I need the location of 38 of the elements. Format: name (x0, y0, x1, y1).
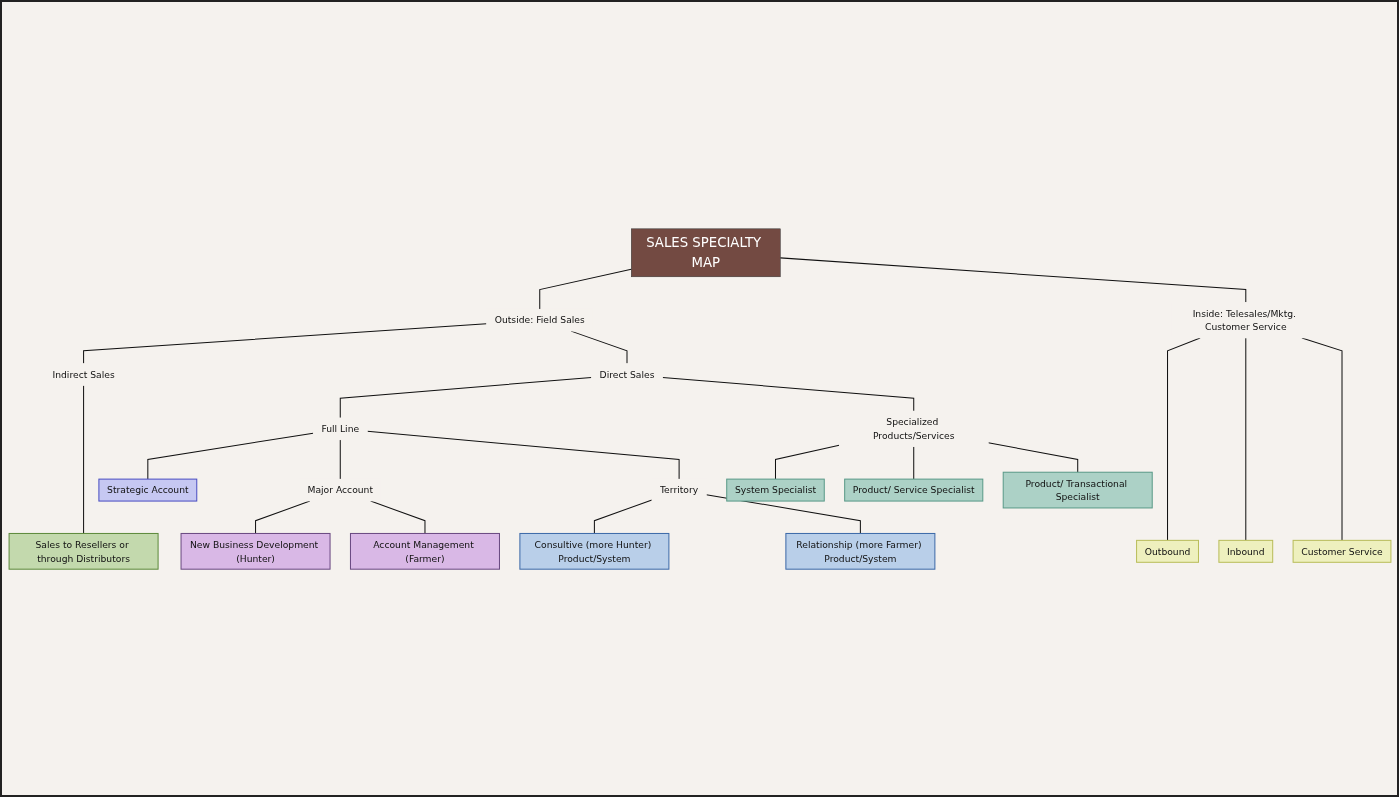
connector (779, 256, 1246, 303)
node-box: Account Management (Farmer) (349, 532, 500, 570)
connector (82, 322, 487, 364)
connector (987, 441, 1078, 473)
node-text: Direct Sales (599, 368, 654, 380)
connector (661, 376, 914, 411)
node-box: Outbound (1135, 539, 1199, 563)
node-text: Specialized Products/Services (872, 416, 954, 441)
node-box: Product/ Service Specialist (843, 478, 983, 502)
node-box: Sales to Resellers or through Distributors (8, 532, 159, 570)
connector (366, 430, 680, 480)
node-box: Product/ Transactional Specialist (1002, 471, 1153, 508)
node-text: Major Account (307, 484, 373, 495)
node-text: Indirect Sales (52, 368, 115, 380)
connector (82, 384, 84, 534)
node-text: Full Line (320, 422, 359, 434)
node-text: Territory (659, 484, 698, 495)
node-text: Outside: Field Sales (494, 314, 585, 326)
node-box: Consultive (more Hunter) Product/System (518, 532, 669, 570)
node-box: Relationship (more Farmer) Product/System (784, 532, 935, 570)
node-box: SALES SPECIALTY MAP (630, 228, 781, 277)
connector (570, 330, 627, 364)
connector (1166, 337, 1201, 541)
node-box: Strategic Account (97, 478, 197, 502)
node-box: System Specialist (725, 478, 825, 502)
node-text: Inside: Telesales/Mktg. Customer Service (1192, 307, 1296, 332)
connector (254, 500, 310, 534)
node-box: Customer Service (1292, 539, 1391, 563)
connector (339, 438, 341, 480)
connector (912, 445, 914, 480)
node-box: New Business Development (Hunter) (180, 532, 331, 570)
connector (146, 432, 314, 480)
connector (538, 268, 632, 310)
connector (774, 444, 840, 480)
connector (339, 376, 592, 418)
node-box: Inbound (1217, 539, 1273, 563)
connector (593, 498, 652, 534)
connector (1244, 337, 1246, 541)
